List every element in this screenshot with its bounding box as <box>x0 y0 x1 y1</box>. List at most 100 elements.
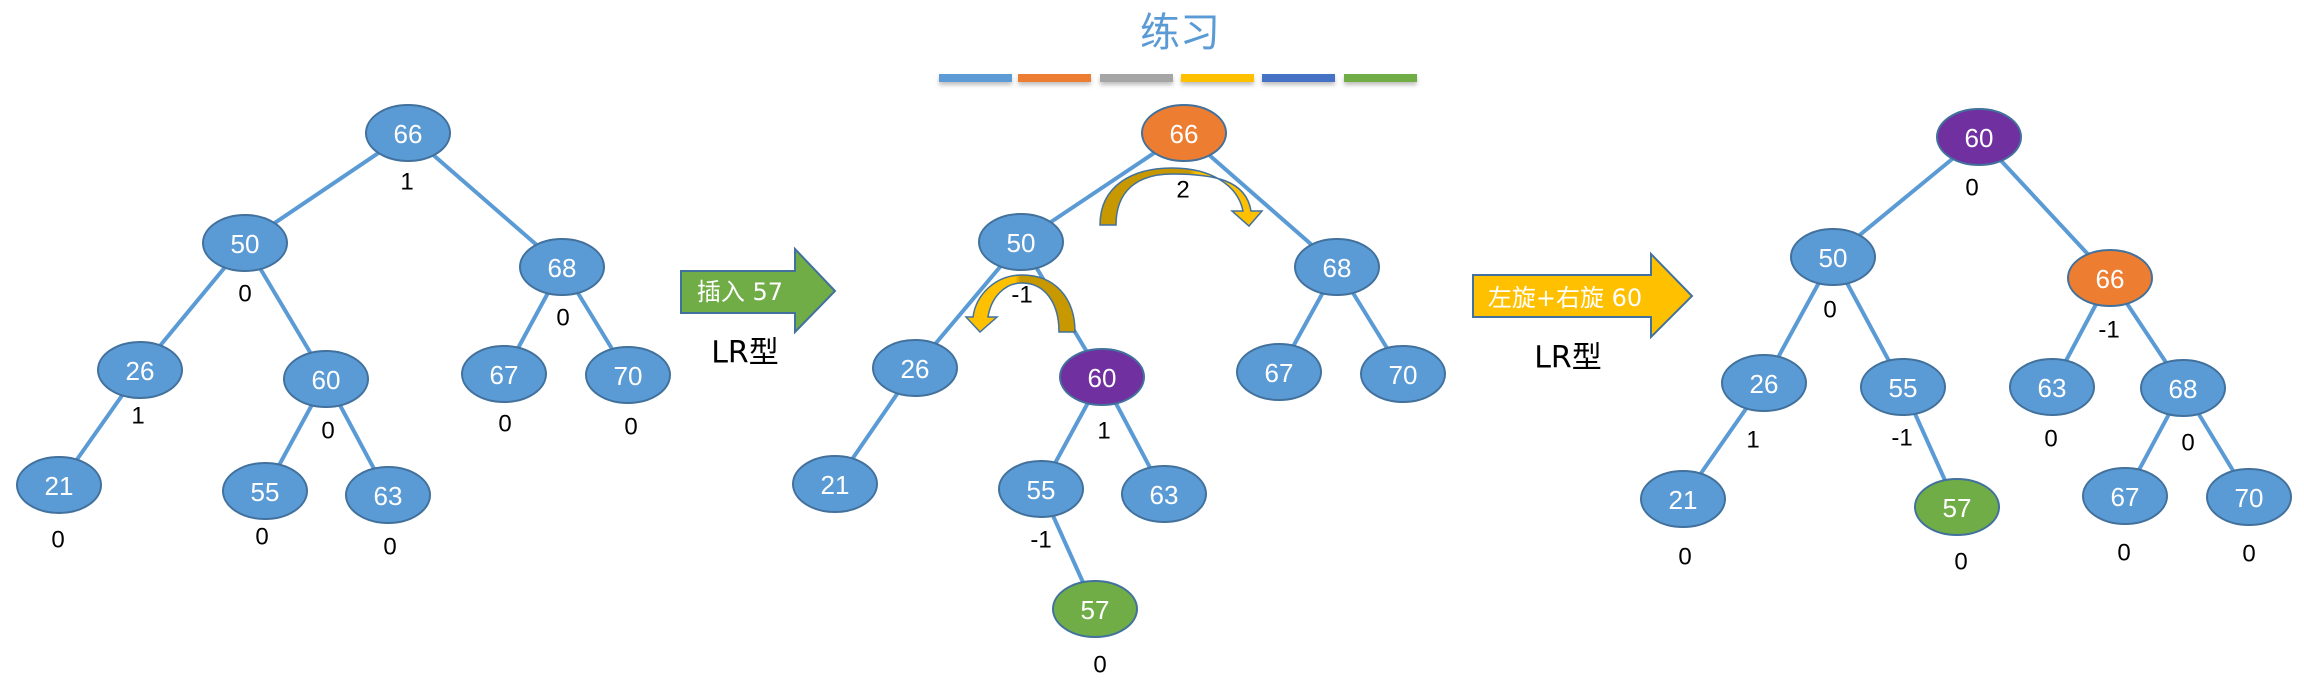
tree-node-50: 50 <box>978 213 1064 271</box>
tree-node-26: 26 <box>97 341 183 399</box>
node-value: 60 <box>312 365 341 395</box>
title-color-bar <box>939 74 1417 82</box>
balance-factor-50: 0 <box>238 281 251 308</box>
node-value: 63 <box>1150 480 1179 510</box>
node-value: 66 <box>394 119 423 149</box>
node-value: 26 <box>126 356 155 386</box>
node-value: 55 <box>1027 475 1056 505</box>
node-value: 55 <box>251 477 280 507</box>
tree-node-55: 55 <box>222 462 308 520</box>
tree-node-68: 68 <box>2140 359 2226 417</box>
color-bar-segment <box>1262 74 1335 82</box>
node-value: 67 <box>1265 358 1294 388</box>
node-value: 68 <box>1323 253 1352 283</box>
balance-factor-63: 0 <box>2044 426 2057 453</box>
node-value: 50 <box>1007 228 1036 258</box>
tree-node-67: 67 <box>2082 467 2168 525</box>
balance-factor-60: 1 <box>1097 418 1110 445</box>
node-value: 60 <box>1965 123 1994 153</box>
rotation-arrows <box>964 167 1264 334</box>
node-ellipse <box>1640 470 1726 528</box>
nodes: 66 50 68 26 60 67 70 21 55 63 <box>16 104 671 524</box>
tree-node-70: 70 <box>1360 345 1446 403</box>
tree-node-68: 68 <box>1294 238 1380 296</box>
node-ellipse <box>1936 108 2022 166</box>
rotate-step: 左旋+右旋 60 LR型 <box>1472 251 1694 376</box>
tree-node-67: 67 <box>461 345 547 403</box>
node-value: 70 <box>614 361 643 391</box>
node-value: 57 <box>1081 595 1110 625</box>
insert-arrow <box>680 246 837 335</box>
balance-factor-67: 0 <box>2117 540 2130 567</box>
tree-node-50: 50 <box>1790 228 1876 286</box>
color-bar-segment <box>1344 74 1417 82</box>
balance-factor-26: 1 <box>1746 427 1759 454</box>
node-ellipse <box>16 456 102 514</box>
balance-factor-21: 0 <box>1678 544 1691 571</box>
node-value: 67 <box>490 360 519 390</box>
balance-factor-66: 2 <box>1176 177 1189 204</box>
tree-node-67: 67 <box>1236 343 1322 401</box>
balance-factor-26: 1 <box>131 403 144 430</box>
color-bar-segment <box>1100 74 1173 82</box>
balance-factor-63: 0 <box>383 534 396 561</box>
node-value: 68 <box>2169 374 2198 404</box>
node-ellipse <box>978 213 1064 271</box>
balance-factors: 2-11-10 <box>1011 177 1189 679</box>
node-ellipse <box>1860 358 1946 416</box>
balance-factor-55: -1 <box>1891 425 1912 452</box>
node-ellipse <box>1914 478 2000 536</box>
node-ellipse <box>585 346 671 404</box>
tree-node-57: 57 <box>1914 478 2000 536</box>
node-value: 70 <box>2235 483 2264 513</box>
node-value: 60 <box>1088 363 1117 393</box>
tree-node-57: 57 <box>1052 580 1138 638</box>
node-value: 68 <box>548 253 577 283</box>
balance-factor-68: 0 <box>2181 430 2194 457</box>
tree-node-50: 50 <box>202 214 288 272</box>
color-bar-segment <box>939 74 1012 82</box>
node-value: 26 <box>1750 369 1779 399</box>
node-value: 63 <box>2038 373 2067 403</box>
node-ellipse <box>1052 580 1138 638</box>
node-value: 50 <box>1819 243 1848 273</box>
balance-factor-68: 0 <box>556 305 569 332</box>
node-ellipse <box>792 455 878 513</box>
node-value: 21 <box>1669 485 1698 515</box>
node-value: 26 <box>901 354 930 384</box>
page-title: 练习 <box>1140 10 1220 56</box>
node-value: 21 <box>45 471 74 501</box>
node-ellipse <box>1141 104 1227 162</box>
tree-node-70: 70 <box>2206 468 2292 526</box>
node-ellipse <box>365 104 451 162</box>
node-ellipse <box>1121 465 1207 523</box>
node-ellipse <box>1059 348 1145 406</box>
tree-node-21: 21 <box>1640 470 1726 528</box>
node-value: 70 <box>1389 360 1418 390</box>
node-value: 66 <box>1170 119 1199 149</box>
tree-node-21: 21 <box>792 455 878 513</box>
tree-node-70: 70 <box>585 346 671 404</box>
tree-node-63: 63 <box>2009 358 2095 416</box>
rotate-arrow <box>1472 251 1694 340</box>
left-rotation-arrow <box>964 274 1076 334</box>
node-value: 63 <box>374 481 403 511</box>
tree-node-26: 26 <box>1721 354 1807 412</box>
node-ellipse <box>519 238 605 296</box>
node-ellipse <box>2009 358 2095 416</box>
tree-node-26: 26 <box>872 339 958 397</box>
node-ellipse <box>202 214 288 272</box>
node-ellipse <box>1721 354 1807 412</box>
color-bar-segment <box>1018 74 1091 82</box>
balance-factor-70: 0 <box>624 414 637 441</box>
node-ellipse <box>872 339 958 397</box>
node-ellipse <box>2140 359 2226 417</box>
node-ellipse <box>283 350 369 408</box>
node-ellipse <box>2206 468 2292 526</box>
